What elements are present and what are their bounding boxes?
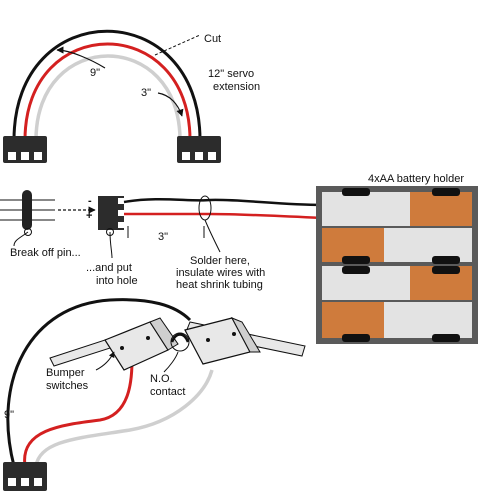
battery-holder xyxy=(316,186,478,344)
servo-extension-label-line1: 12" servo xyxy=(208,68,254,80)
no-contact-label-line1: N.O. xyxy=(150,373,173,385)
solder-label-line1: Solder here, xyxy=(190,255,250,267)
no-contact-marker xyxy=(170,332,190,352)
plus-label: + xyxy=(86,210,92,222)
minus-label: - xyxy=(88,195,92,207)
break-pin-pointer xyxy=(13,231,29,247)
servo-connector-right xyxy=(177,136,221,163)
bumper-label-line2: switches xyxy=(46,380,89,392)
cut-line xyxy=(154,34,201,56)
servo-connector-left xyxy=(3,136,47,163)
length-9in-label: 9" xyxy=(90,67,100,79)
solder-label-line3: heat shrink tubing xyxy=(176,279,263,291)
bumper-switch-right xyxy=(184,317,306,365)
bumper-pointer xyxy=(95,351,115,371)
bumper-label-line1: Bumper xyxy=(46,367,85,379)
servo-extension-label-line2: extension xyxy=(213,81,260,93)
put-hole-pointer xyxy=(109,231,113,259)
length-9in-bottom-label: 9" xyxy=(4,409,14,421)
solder-label-line2: insulate wires with xyxy=(176,267,265,279)
battery-wires xyxy=(123,198,323,220)
bumper-wires xyxy=(6,298,214,467)
no-contact-label-line2: contact xyxy=(150,386,185,398)
battery-holder-label: 4xAA battery holder xyxy=(368,173,464,185)
no-contact-pointer xyxy=(163,351,179,373)
put-hole-label-line2: into hole xyxy=(96,275,138,287)
solder-pointer xyxy=(204,219,221,253)
bumper-switch-left xyxy=(49,317,179,371)
switch-connector xyxy=(3,462,47,491)
header-pins xyxy=(0,190,55,230)
break-pin-label: Break off pin... xyxy=(10,247,81,259)
servo-extension-cable xyxy=(12,29,202,141)
break-pin-marker xyxy=(24,228,32,236)
length-3in-top-label: 3" xyxy=(141,87,151,99)
put-hole-label-line1: ...and put xyxy=(86,262,132,274)
length-3in-mid-label: 3" xyxy=(158,231,168,243)
switch-jumper-wire xyxy=(170,333,190,343)
battery-side-connector xyxy=(98,196,124,230)
cut-label: Cut xyxy=(204,33,221,45)
length-9in-arrow xyxy=(56,46,106,69)
length-3in-top-arrow xyxy=(157,92,184,117)
put-hole-marker xyxy=(106,228,114,236)
